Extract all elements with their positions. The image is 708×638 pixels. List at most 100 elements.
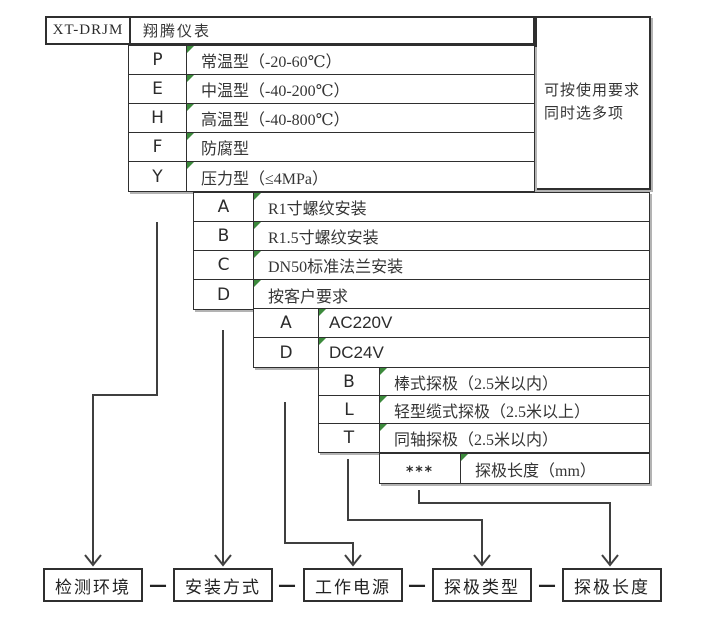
desc-text: 高温型（-40-800℃）	[201, 112, 350, 129]
code-cell: A	[254, 309, 319, 337]
code-cell: L	[319, 396, 380, 423]
cell-corner-mark	[187, 133, 194, 140]
desc-cell: AC220V	[319, 309, 649, 337]
legend-separator: —	[538, 574, 556, 596]
table-row: B R1.5寸螺纹安装	[194, 222, 649, 251]
code-cell: H	[129, 104, 187, 132]
table-row: T 同轴探极（2.5米以内）	[319, 424, 649, 452]
code-cell: P	[129, 46, 187, 74]
legend-separator: —	[278, 574, 296, 596]
cell-corner-mark	[187, 104, 194, 111]
cell-corner-mark	[187, 75, 194, 82]
desc-text: AC220V	[329, 313, 393, 332]
code-cell: E	[129, 75, 187, 103]
cell-corner-mark	[254, 251, 261, 258]
desc-text: 防腐型	[201, 141, 250, 158]
desc-cell: 轻型缆式探极（2.5米以上）	[380, 396, 649, 423]
desc-cell: DN50标准法兰安装	[254, 251, 649, 279]
desc-cell: 棒式探极（2.5米以内）	[380, 368, 649, 395]
desc-cell: 中温型（-40-200℃）	[187, 75, 534, 103]
desc-cell: 探极长度（mm）	[461, 454, 649, 483]
code-cell: A	[194, 193, 254, 221]
code-cell: C	[194, 251, 254, 279]
table-row: B 棒式探极（2.5米以内）	[319, 368, 649, 396]
legend-separator: —	[149, 574, 167, 596]
code-cell: B	[194, 222, 254, 250]
legend-separator: —	[408, 574, 426, 596]
arrow-down-power	[344, 554, 362, 567]
model-code: XT-DRJM	[47, 18, 131, 43]
table-row: L 轻型缆式探极（2.5米以上）	[319, 396, 649, 424]
desc-text: 压力型（≤4MPa）	[201, 170, 329, 188]
cell-corner-mark	[319, 338, 326, 345]
arrow-down-environment	[84, 554, 102, 567]
desc-cell: 防腐型	[187, 133, 534, 161]
code-cell: F	[129, 133, 187, 161]
brand-name: 翔腾仪表	[143, 24, 212, 40]
desc-cell: 常温型（-20-60℃）	[187, 46, 534, 74]
table-row: H 高温型（-40-800℃）	[129, 104, 534, 133]
legend-box-probe-length: 探极长度	[562, 568, 662, 602]
cell-corner-mark	[187, 46, 194, 53]
desc-text: 中温型（-40-200℃）	[201, 83, 350, 100]
tier-probe-type-table: B 棒式探极（2.5米以内） L 轻型缆式探极（2.5米以上） T 同轴探极（2…	[318, 367, 650, 453]
cell-corner-mark	[319, 309, 326, 316]
cell-corner-mark	[254, 222, 261, 229]
tier-environment-table: P 常温型（-20-60℃） E 中温型（-40-200℃） H 高温型（-40…	[128, 45, 535, 192]
table-row: E 中温型（-40-200℃）	[129, 75, 534, 104]
table-row: F 防腐型	[129, 133, 534, 162]
table-row: C DN50标准法兰安装	[194, 251, 649, 280]
table-row: Y 压力型（≤4MPa）	[129, 162, 534, 191]
title-bar: XT-DRJM 翔腾仪表	[45, 16, 535, 45]
desc-text: 棒式探极（2.5米以内）	[394, 375, 559, 393]
cell-corner-mark	[254, 280, 261, 287]
table-row: P 常温型（-20-60℃）	[129, 46, 534, 75]
code-cell: T	[319, 424, 380, 452]
tier-power-table: A AC220V D DC24V	[253, 308, 650, 368]
multi-select-note: 可按使用要求 同时选多项	[535, 16, 651, 190]
arrow-down-probe-length	[601, 554, 619, 567]
legend-box-power: 工作电源	[303, 568, 403, 602]
cell-corner-mark	[380, 368, 387, 375]
connector-environment-line	[92, 222, 158, 563]
desc-cell: 同轴探极（2.5米以内）	[380, 424, 649, 452]
cell-corner-mark	[254, 193, 261, 200]
desc-text: 按客户要求	[268, 288, 349, 306]
desc-text: DC24V	[329, 342, 384, 362]
note-line-2: 同时选多项	[544, 106, 625, 122]
table-row: A R1寸螺纹安装	[194, 193, 649, 222]
desc-cell: R1.5寸螺纹安装	[254, 222, 649, 250]
cell-corner-mark	[461, 454, 468, 461]
note-line-1: 可按使用要求	[544, 83, 641, 99]
cell-corner-mark	[380, 424, 387, 431]
connector-probe-length-line	[418, 490, 611, 563]
desc-cell: 高温型（-40-800℃）	[187, 104, 534, 132]
table-row: D 按客户要求	[194, 280, 649, 309]
code-cell: Y	[129, 162, 187, 191]
table-row: A AC220V	[254, 309, 649, 338]
code-cell: D	[254, 338, 319, 367]
tier-probe-length-table: *** 探极长度（mm）	[379, 453, 650, 484]
cell-corner-mark	[380, 396, 387, 403]
legend-box-environment: 检测环境	[43, 568, 143, 602]
desc-text: 轻型缆式探极（2.5米以上）	[394, 403, 591, 421]
desc-text: 常温型（-20-60℃）	[201, 54, 342, 71]
table-row: D DC24V	[254, 338, 649, 367]
legend-box-probe-type: 探极类型	[432, 568, 532, 602]
desc-text: 同轴探极（2.5米以内）	[394, 432, 559, 449]
code-cell: B	[319, 368, 380, 395]
desc-text: 探极长度（mm）	[475, 462, 596, 480]
table-row: *** 探极长度（mm）	[380, 454, 649, 483]
tier-installation-table: A R1寸螺纹安装 B R1.5寸螺纹安装 C DN50标准法兰安装 D 按客户…	[193, 192, 650, 310]
code-cell: D	[194, 280, 254, 309]
arrow-down-probe-type	[473, 554, 491, 567]
desc-text: R1.5寸螺纹安装	[268, 230, 379, 247]
desc-text: DN50标准法兰安装	[268, 259, 404, 276]
desc-cell: R1寸螺纹安装	[254, 193, 649, 221]
desc-cell: 压力型（≤4MPa）	[187, 162, 534, 191]
cell-corner-mark	[187, 162, 194, 169]
desc-cell: DC24V	[319, 338, 649, 367]
desc-cell: 按客户要求	[254, 280, 649, 309]
code-cell: ***	[380, 454, 461, 483]
